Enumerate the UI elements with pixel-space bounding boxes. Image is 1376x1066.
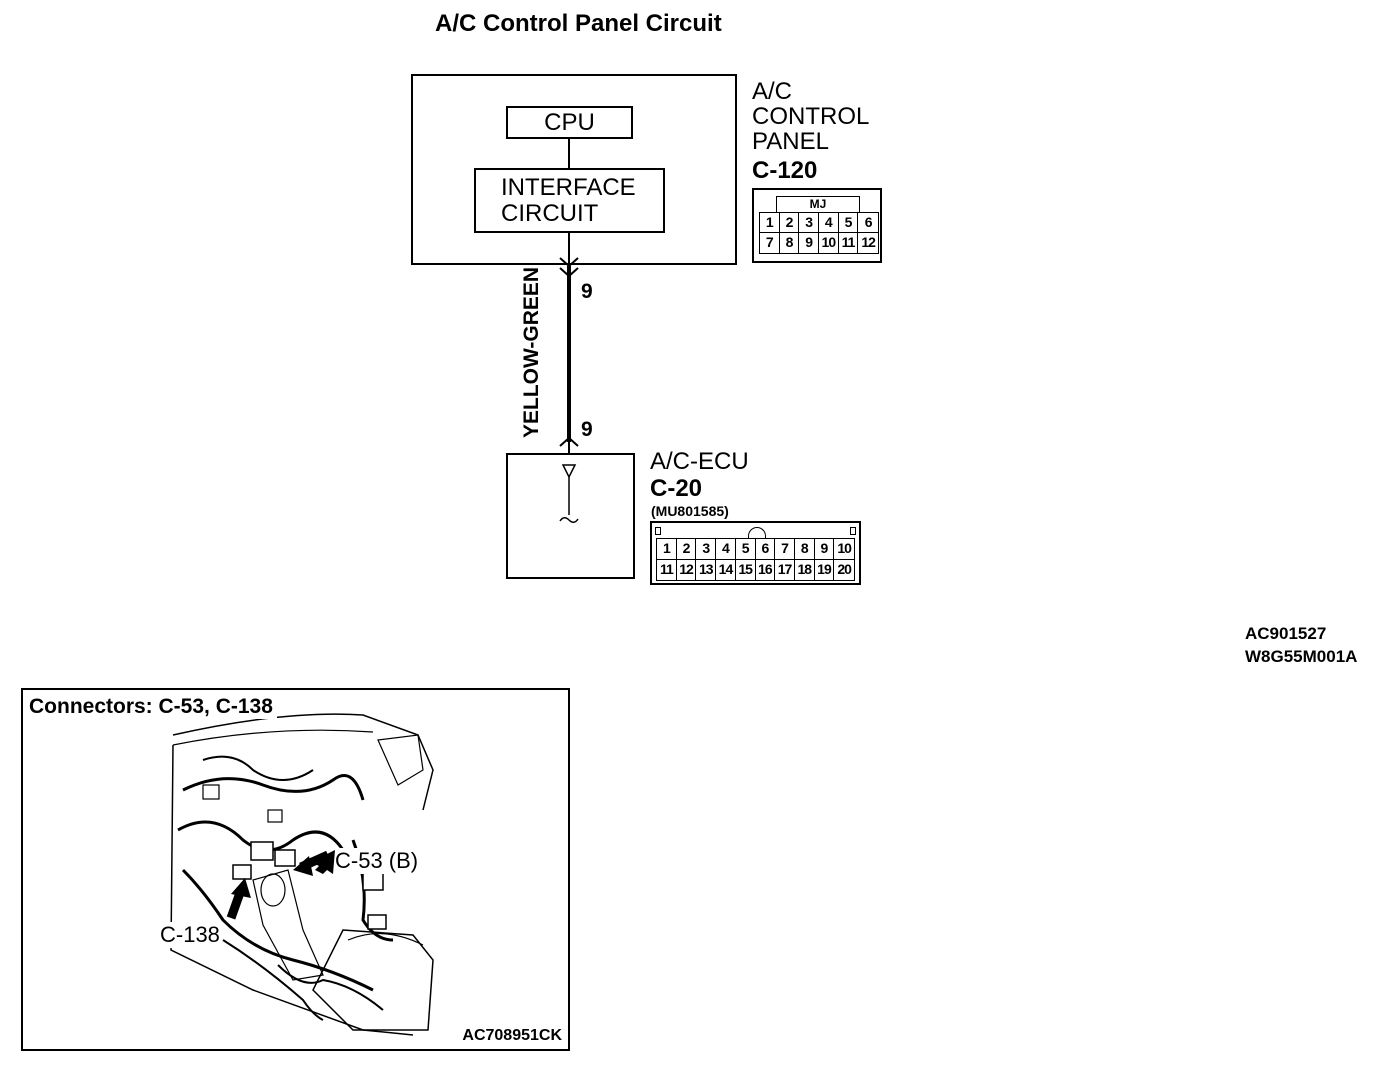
c20-pin: 12 [677,559,697,580]
connector-block-2 [274,849,296,867]
connector-location-panel: Connectors: C-53, C-138 C-53 (B) C-138 A… [21,688,570,1051]
wiring-svg: YELLOW-GREEN 9 9 [520,139,593,453]
cpu-label: CPU [544,109,595,136]
connector-block-6 [202,784,220,800]
c53-callout: C-53 (B) [335,848,419,874]
c120-pin: 3 [799,213,819,233]
c20-pin: 19 [815,559,835,580]
c120-tag-box: MJ [776,196,860,212]
control-panel-name-line2: CONTROL [752,103,870,130]
c20-latch-left [655,527,661,535]
c20-pin: 18 [795,559,815,580]
ecu-input-triangle-icon [561,464,577,479]
c120-pin: 1 [760,213,780,233]
reference-code: W8G55M001A [1245,647,1358,666]
connector-block-3 [232,864,252,880]
c20-pin: 6 [755,539,776,560]
c20-pin: 14 [716,559,736,580]
interface-label-line2: CIRCUIT [501,200,599,227]
c20-pin: 10 [834,539,854,560]
console-outline [312,929,434,1031]
interface-circuit-block: INTERFACE CIRCUIT [474,168,665,233]
c20-pin: 9 [814,539,835,560]
ecu-name: A/C-ECU [650,448,749,475]
wire-color-label: YELLOW-GREEN [520,267,543,438]
c120-pin: 10 [819,233,839,253]
harness-6 [277,964,384,1011]
c20-pin: 4 [716,539,736,560]
ecu-part-number: (MU801585) [651,503,729,519]
c20-pin: 11 [657,559,677,580]
shift-knob [260,873,286,907]
cpu-block: CPU [506,106,633,139]
diagram-title: A/C Control Panel Circuit [435,10,722,37]
c120-pin: 7 [760,233,780,253]
bottom-connector-symbol [559,436,579,447]
c20-pin: 8 [794,539,815,560]
control-panel-name-line3: PANEL [752,128,829,155]
connector-block-5 [367,914,387,930]
c20-pin: 7 [775,539,795,560]
harness-3 [181,868,374,992]
harness-5 [202,755,314,781]
c20-key-bump [748,527,766,539]
harness-7 [222,939,324,1021]
c20-latch-right [850,527,856,535]
connector-block-1 [250,841,274,861]
interface-label-line1: INTERFACE [501,174,636,201]
c20-pin: 15 [736,559,756,580]
c20-pin: 2 [676,539,697,560]
c138-arrow-head [231,878,251,898]
wire-pin-bottom: 9 [581,418,593,441]
c120-pin: 6 [858,213,878,233]
dash-top-edge [172,729,374,746]
c120-tag: MJ [809,197,827,211]
c20-pin: 16 [756,559,776,580]
control-panel-name-line1: A/C [752,78,793,105]
vent-right [377,734,424,786]
dash-left-edge [170,744,414,1036]
c20-pin: 5 [735,539,756,560]
c20-pin: 13 [696,559,717,580]
c20-pin: 20 [837,560,852,577]
c20-pin: 17 [775,559,795,580]
c120-pin: 4 [818,213,839,233]
connector-block-7 [267,809,283,823]
dash-top-outline [172,713,434,811]
c120-pin: 8 [780,233,800,253]
ecu-connector-id: C-20 [650,475,703,502]
c120-pin: 9 [799,233,819,253]
harness-1 [182,774,365,801]
c53-arrow-head [293,856,313,876]
control-panel-connector-id: C-120 [752,157,818,184]
wire-pin-top: 9 [581,280,593,303]
ecu-input-tilde-icon [559,517,579,523]
c20-pin: 3 [696,539,717,560]
c120-pin: 5 [838,213,859,233]
console-top [347,932,424,946]
image-code: AC708951CK [462,1027,562,1045]
ecu-input-symbol [559,464,579,523]
c120-pin: 11 [839,233,859,253]
diagram-code: AC901527 [1245,624,1327,643]
c20-pin: 1 [657,539,677,560]
c138-callout: C-138 [160,922,220,948]
c120-pin: 12 [861,234,876,250]
center-stack [252,869,324,981]
connector-panel-title: Connectors: C-53, C-138 [29,695,277,719]
c120-pin: 2 [779,213,800,233]
dashboard-illustration [170,713,434,1036]
